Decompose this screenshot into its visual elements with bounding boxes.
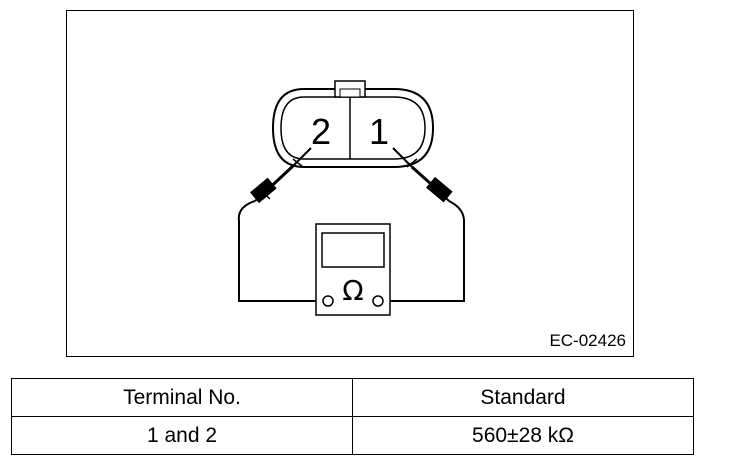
cell-terminal-no: 1 and 2 bbox=[11, 416, 353, 455]
header-standard: Standard bbox=[352, 378, 694, 417]
connector-outline bbox=[271, 88, 435, 168]
diagram-figure: 2 1 Ω EC-02426 bbox=[66, 10, 634, 357]
figure-id-label: EC-02426 bbox=[549, 331, 626, 350]
table-header-row: Terminal No. Standard bbox=[11, 378, 694, 417]
probe-right bbox=[383, 147, 466, 302]
spec-table: Terminal No. Standard 1 and 2 560±28 kΩ bbox=[11, 378, 694, 455]
header-terminal-no: Terminal No. bbox=[11, 378, 353, 417]
table-row: 1 and 2 560±28 kΩ bbox=[11, 416, 694, 455]
connector bbox=[271, 80, 435, 168]
ohmmeter bbox=[315, 223, 391, 316]
terminal-2-label: 2 bbox=[311, 111, 331, 152]
ohm-symbol: Ω bbox=[342, 274, 363, 307]
cell-standard: 560±28 kΩ bbox=[352, 416, 694, 455]
wiring-diagram: 2 1 Ω bbox=[237, 80, 466, 316]
meter-display bbox=[321, 232, 385, 268]
meter-terminal-right bbox=[372, 295, 384, 307]
connector-inner-outline bbox=[280, 96, 426, 160]
terminal-1-label: 1 bbox=[369, 111, 389, 152]
probe-left bbox=[237, 147, 317, 302]
meter-terminal-left bbox=[322, 295, 334, 307]
